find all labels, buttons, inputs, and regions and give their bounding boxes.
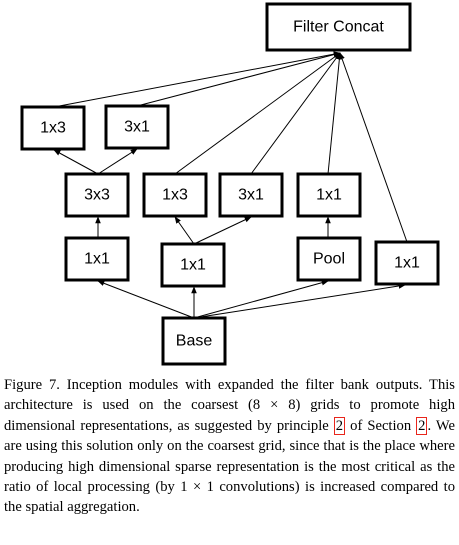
principle-reference-link[interactable]: 2 bbox=[333, 416, 346, 435]
edge-c_1x1-to-concat bbox=[327, 52, 343, 175]
node-label: 3x1 bbox=[124, 119, 150, 136]
section-reference-link[interactable]: 2 bbox=[416, 416, 428, 435]
node-box bbox=[20, 105, 86, 151]
node-box bbox=[104, 104, 170, 150]
node-label: Base bbox=[176, 333, 213, 350]
figure-label: Figure 7. bbox=[4, 377, 60, 393]
node-b-3x1: 3x1 bbox=[218, 172, 284, 218]
node-concat: Filter Concat bbox=[265, 2, 412, 52]
edge-b_1x1-to-b_3x1 bbox=[193, 216, 252, 245]
node-label: 1x3 bbox=[40, 120, 66, 137]
node-box bbox=[161, 316, 227, 366]
node-a-3x1: 3x1 bbox=[104, 104, 170, 150]
node-box bbox=[265, 2, 412, 52]
node-box bbox=[296, 236, 362, 282]
node-b-1x3: 1x3 bbox=[142, 172, 208, 218]
node-box bbox=[218, 172, 284, 218]
caption-text-part2: of Section bbox=[345, 417, 417, 434]
diagram-edges bbox=[53, 51, 408, 319]
node-c-1x1: 1x1 bbox=[296, 172, 362, 218]
node-a-1x1: 1x1 bbox=[64, 236, 130, 282]
edge-b_1x1-to-b_1x3 bbox=[174, 216, 195, 245]
edge-a_3x3-to-a_3x1 bbox=[97, 148, 138, 175]
caption-text-part3: . We are using this solution only on the… bbox=[4, 417, 455, 516]
caption-text-part1: Inception modules with expanded the filt… bbox=[4, 377, 455, 434]
edge-a_3x3-to-a_1x3 bbox=[53, 149, 99, 175]
node-d-1x1: 1x1 bbox=[374, 240, 440, 286]
node-pool: Pool bbox=[296, 236, 362, 282]
node-a-1x3: 1x3 bbox=[20, 105, 86, 151]
node-label: 1x3 bbox=[162, 187, 188, 204]
figure-caption: Figure 7. Inception modules with expande… bbox=[4, 375, 455, 518]
node-b-1x1: 1x1 bbox=[160, 242, 226, 288]
edge-a_1x3-to-concat bbox=[53, 51, 341, 108]
node-label: 1x1 bbox=[316, 187, 342, 204]
node-label: 3x3 bbox=[84, 187, 110, 204]
edge-base-to-a_1x1 bbox=[97, 280, 195, 319]
node-label: 1x1 bbox=[180, 257, 206, 274]
node-label: 1x1 bbox=[84, 251, 110, 268]
node-box bbox=[374, 240, 440, 286]
node-label: 1x1 bbox=[394, 255, 420, 272]
edge-b_1x3-to-concat bbox=[174, 52, 341, 175]
edge-a_3x1-to-concat bbox=[136, 51, 341, 107]
node-box bbox=[160, 242, 226, 288]
node-box bbox=[64, 172, 130, 218]
edge-base-to-d_1x1 bbox=[193, 283, 406, 319]
node-label: Pool bbox=[313, 251, 345, 268]
node-box bbox=[296, 172, 362, 218]
node-box bbox=[142, 172, 208, 218]
node-base: Base bbox=[161, 316, 227, 366]
edge-b_3x1-to-concat bbox=[250, 52, 341, 175]
node-a-3x3: 3x3 bbox=[64, 172, 130, 218]
edge-d_1x1-to-concat bbox=[339, 52, 408, 243]
edge-base-to-pool bbox=[193, 279, 329, 319]
node-label: Filter Concat bbox=[293, 19, 384, 36]
node-label: 3x1 bbox=[238, 187, 264, 204]
node-box bbox=[64, 236, 130, 282]
